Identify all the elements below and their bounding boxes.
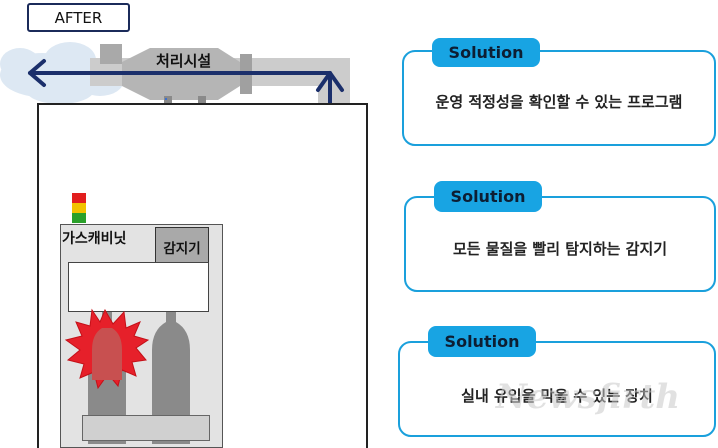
- after-label: AFTER: [27, 3, 130, 32]
- solution-2-text: 모든 물질을 빨리 탐지하는 감지기: [452, 239, 668, 258]
- gas-cabinet-label: 가스캐비닛: [62, 231, 127, 247]
- cabinet-base: [82, 415, 210, 441]
- solution-1-badge: Solution: [432, 38, 540, 67]
- cylinder-graphics: [64, 308, 190, 444]
- gas-cylinder-right: [152, 312, 190, 444]
- gas-cylinder-leak: [92, 328, 122, 380]
- solution-3-badge: Solution: [428, 326, 536, 357]
- solution-2-badge: Solution: [434, 181, 542, 212]
- cabinet-panel: [68, 262, 209, 312]
- warning-light-green: [72, 213, 86, 223]
- facility-label: 처리시설: [156, 52, 212, 70]
- solution-card-3: 실내 유입을 막을 수 있는 장치: [398, 341, 716, 437]
- warning-light-red: [72, 193, 86, 203]
- solution-card-2: 모든 물질을 빨리 탐지하는 감지기: [404, 196, 716, 292]
- watermark-logo: Newsfirth: [495, 377, 680, 417]
- sensor-box: 감지기: [155, 227, 209, 267]
- solution-3-text: 실내 유입을 막을 수 있는 장치: [461, 386, 653, 405]
- warning-light-yellow: [72, 203, 86, 213]
- solution-1-text: 운영 적정성을 확인할 수 있는 프로그램: [435, 92, 683, 111]
- sensor-label: 감지기: [163, 241, 201, 257]
